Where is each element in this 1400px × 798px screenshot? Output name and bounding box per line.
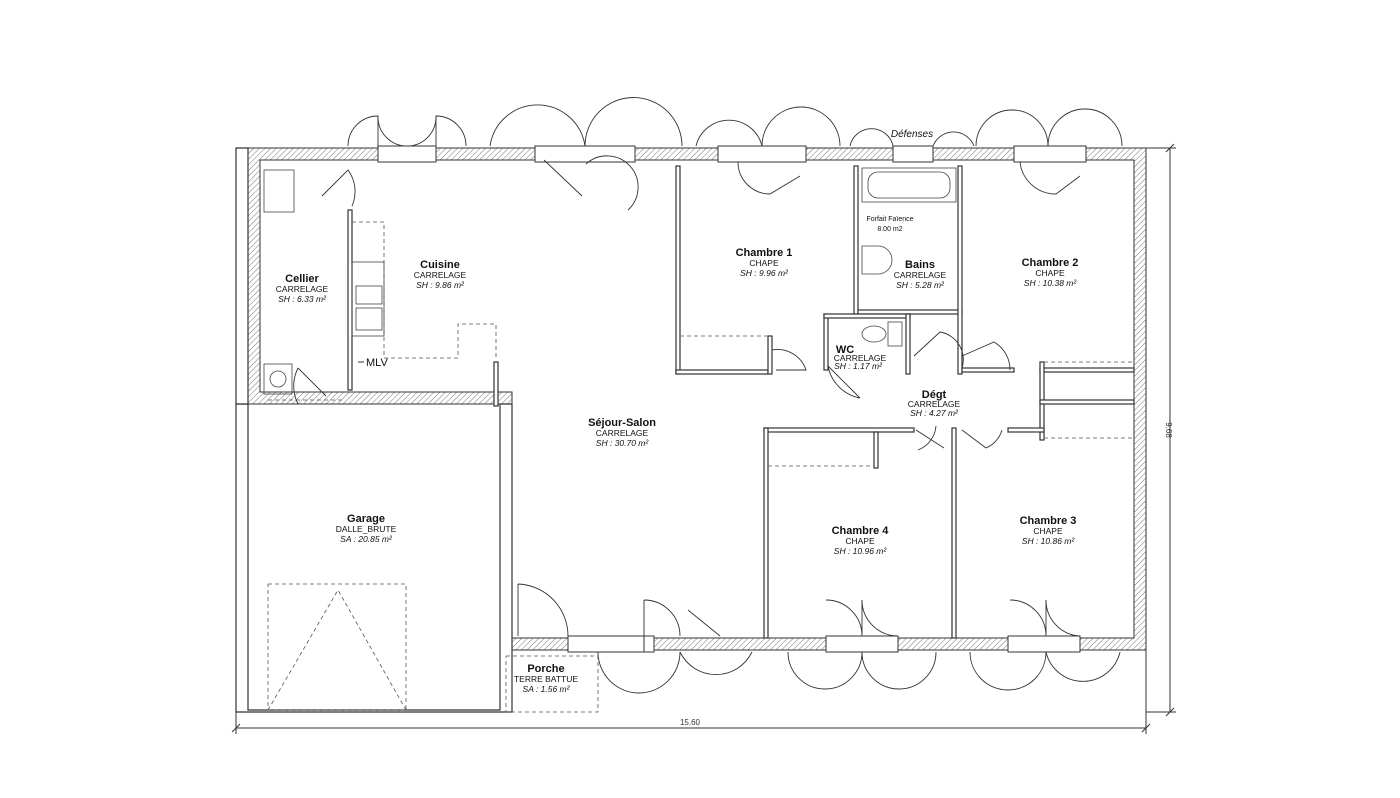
room-floor-chambre1: CHAPE bbox=[749, 258, 779, 268]
room-name-degt: Dégt bbox=[922, 389, 947, 401]
room-floor-bains: CARRELAGE bbox=[894, 270, 947, 280]
room-area-degt: SH : 4.27 m² bbox=[910, 408, 959, 418]
width-dimension: 15.60 bbox=[680, 718, 701, 727]
faience-label: Forfait Faïence bbox=[866, 216, 913, 223]
room-floor-chambre3: CHAPE bbox=[1033, 526, 1063, 536]
room-area-garage: SA : 20.85 m² bbox=[340, 534, 393, 544]
dimension-lines bbox=[231, 143, 1176, 734]
room-name-cellier: Cellier bbox=[285, 273, 319, 285]
room-area-chambre1: SH : 9.96 m² bbox=[740, 268, 789, 278]
exterior-walls bbox=[235, 147, 1147, 713]
shutter-arcs bbox=[347, 97, 1123, 694]
room-area-cuisine: SH : 9.86 m² bbox=[416, 280, 465, 290]
room-area-bains: SH : 5.28 m² bbox=[896, 280, 945, 290]
annotations: Défenses MLV Forfait Faïence 8.00 m2 15.… bbox=[358, 129, 1173, 727]
room-floor-porche: TERRE BATTUE bbox=[514, 674, 578, 684]
room-floor-degt: CARRELAGE bbox=[908, 399, 961, 409]
faience-area: 8.00 m2 bbox=[877, 226, 902, 233]
room-floor-chambre4: CHAPE bbox=[845, 536, 875, 546]
depth-dimension: 9.68 bbox=[1164, 422, 1173, 438]
room-name-chambre2: Chambre 2 bbox=[1022, 257, 1079, 269]
mlv-label: MLV bbox=[366, 357, 388, 369]
room-name-sejour: Séjour-Salon bbox=[588, 417, 656, 429]
room-name-cuisine: Cuisine bbox=[420, 259, 460, 271]
room-area-cellier: SH : 6.33 m² bbox=[278, 294, 327, 304]
room-floor-cellier: CARRELAGE bbox=[276, 284, 329, 294]
room-floor-sejour: CARRELAGE bbox=[596, 428, 649, 438]
room-area-chambre4: SH : 10.96 m² bbox=[834, 546, 888, 556]
room-name-chambre1: Chambre 1 bbox=[736, 247, 793, 259]
room-area-wc: SH : 1.17 m² bbox=[834, 361, 883, 371]
room-name-chambre3: Chambre 3 bbox=[1020, 515, 1077, 527]
room-floor-cuisine: CARRELAGE bbox=[414, 270, 467, 280]
room-name-garage: Garage bbox=[347, 513, 385, 525]
room-area-sejour: SH : 30.70 m² bbox=[596, 438, 650, 448]
room-floor-chambre2: CHAPE bbox=[1035, 268, 1065, 278]
room-name-wc: WC bbox=[836, 344, 854, 356]
fixtures bbox=[263, 167, 957, 395]
room-labels: Cellier CARRELAGE SH : 6.33 m² Cuisine C… bbox=[276, 247, 1079, 694]
room-area-chambre2: SH : 10.38 m² bbox=[1024, 278, 1078, 288]
room-name-bains: Bains bbox=[905, 259, 935, 271]
interior-walls bbox=[347, 165, 1135, 639]
door-swings bbox=[293, 155, 1081, 637]
room-area-porche: SA : 1.56 m² bbox=[523, 684, 571, 694]
room-name-chambre4: Chambre 4 bbox=[832, 525, 890, 537]
room-area-chambre3: SH : 10.86 m² bbox=[1022, 536, 1076, 546]
room-floor-garage: DALLE_BRUTE bbox=[336, 524, 397, 534]
room-name-porche: Porche bbox=[527, 663, 564, 675]
room-floor-wc: CARRELAGE bbox=[834, 353, 887, 363]
top-windows bbox=[377, 145, 1087, 653]
dashed-lines bbox=[267, 221, 1134, 713]
defenses-label: Défenses bbox=[891, 129, 933, 140]
